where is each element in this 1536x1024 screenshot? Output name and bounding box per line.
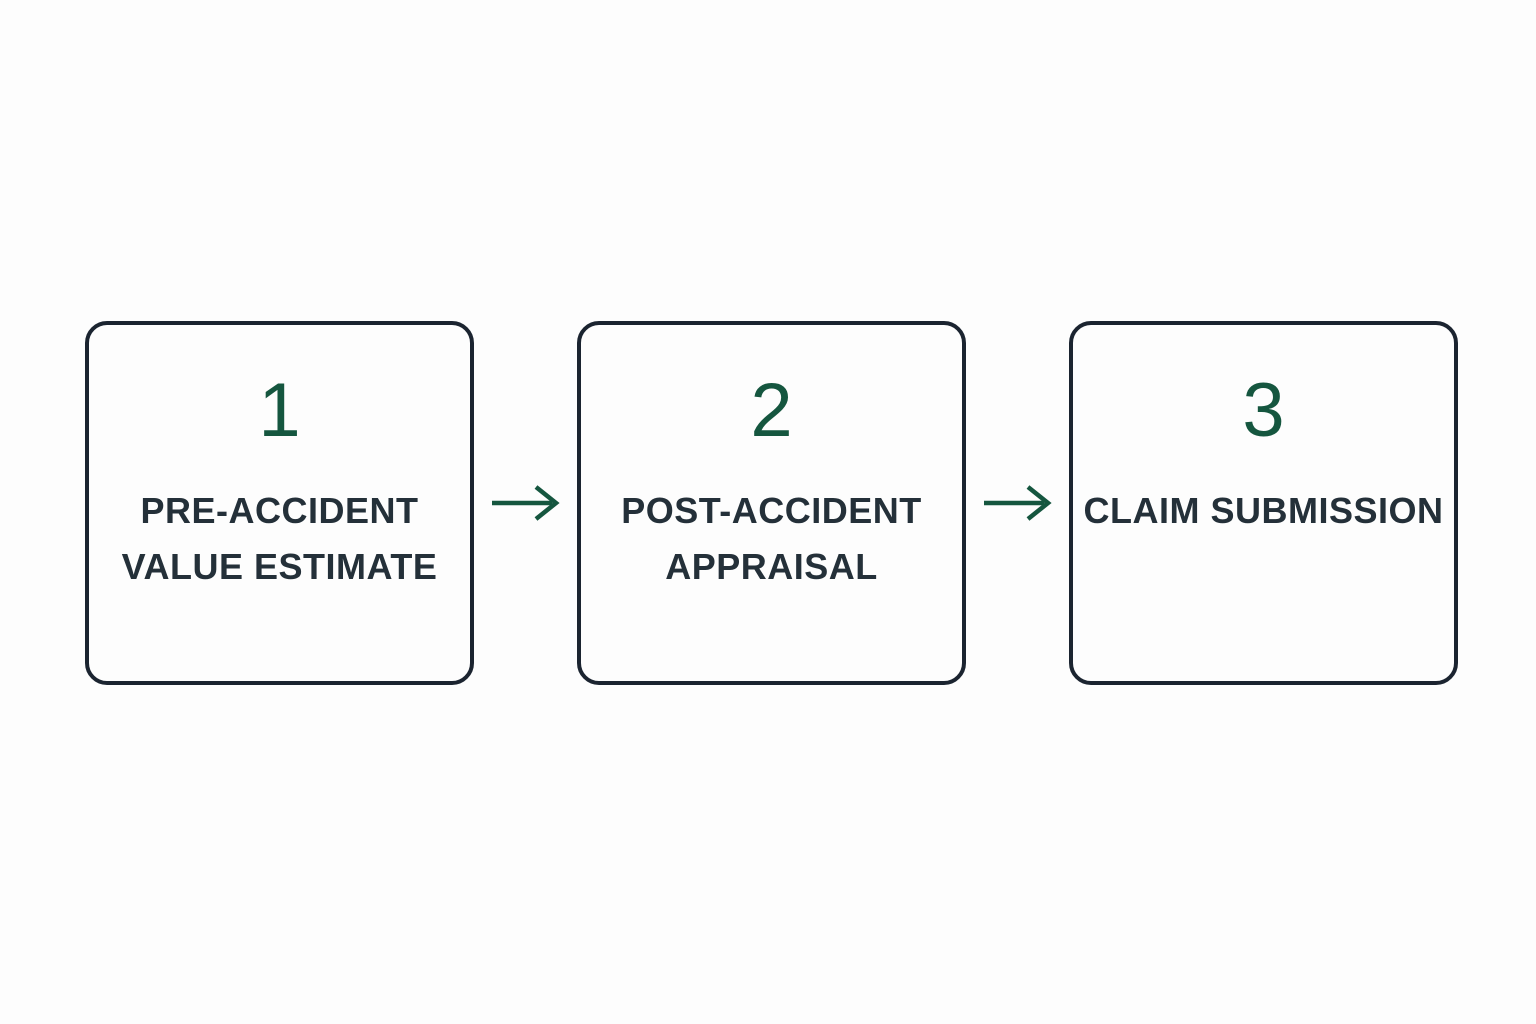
arrow-right-icon <box>982 483 1054 523</box>
connector-2-to-3 <box>966 479 1069 527</box>
step-card-3[interactable]: 3 CLAIM SUBMISSION <box>1069 321 1458 685</box>
step-label-2: POST-ACCIDENT APPRAISAL <box>621 490 922 587</box>
step-number-3: 3 <box>1242 368 1285 453</box>
step-number-2: 2 <box>750 368 793 453</box>
arrow-right-icon <box>490 483 562 523</box>
step-card-2[interactable]: 2 POST-ACCIDENT APPRAISAL <box>577 321 966 685</box>
step-label-3: CLAIM SUBMISSION <box>1083 490 1444 531</box>
step-card-1[interactable]: 1 PRE-ACCIDENT VALUE ESTIMATE <box>85 321 474 685</box>
step-number-1: 1 <box>258 368 301 453</box>
flow-row: 1 PRE-ACCIDENT VALUE ESTIMATE 2 POST-ACC… <box>85 321 1458 685</box>
step-label-1: PRE-ACCIDENT VALUE ESTIMATE <box>121 490 438 587</box>
connector-1-to-2 <box>474 479 577 527</box>
